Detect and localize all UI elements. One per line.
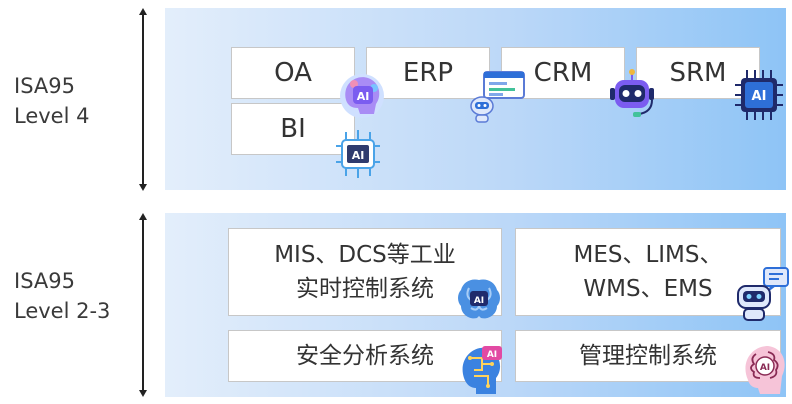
system-label: SRM xyxy=(669,58,727,88)
system-label: OA xyxy=(274,58,312,88)
robot-chat-icon xyxy=(737,267,789,321)
level23-label-line1: ISA95 xyxy=(14,269,76,293)
system-box-safety-analysis: 安全分析系统 xyxy=(228,330,502,382)
system-box-mis-dcs: MIS、DCS等工业 实时控制系统 xyxy=(228,228,502,316)
ai-head-circuit-icon: AI xyxy=(462,346,502,394)
ai-badge-text: AI xyxy=(487,350,497,360)
system-box-mes-lims: MES、LIMS、 WMS、EMS xyxy=(515,228,781,316)
ai-brain-icon: AI xyxy=(458,279,500,319)
chatbot-screen-icon xyxy=(470,71,525,123)
level4-label-line2: Level 4 xyxy=(14,104,90,128)
ai-badge-text: AI xyxy=(752,89,767,104)
system-box-srm: SRM xyxy=(636,47,760,99)
level23-range-arrow xyxy=(139,213,147,397)
system-label-line1: MES、LIMS、 xyxy=(573,242,723,268)
level4-label: ISA95 Level 4 xyxy=(14,71,124,131)
system-label: ERP xyxy=(402,58,454,88)
ai-brain-head-icon: AI xyxy=(745,346,785,394)
robot-headset-icon xyxy=(610,69,654,117)
level4-band: OA ERP CRM SRM BI xyxy=(165,8,786,190)
ai-badge-text: AI xyxy=(760,363,770,373)
system-label: CRM xyxy=(533,58,593,88)
system-label: 管理控制系统 xyxy=(579,343,717,369)
system-box-management-control: 管理控制系统 xyxy=(515,330,781,382)
system-label-line2: 实时控制系统 xyxy=(296,276,434,302)
ai-circuit-chip-icon: AI xyxy=(336,130,380,178)
system-label-line2: WMS、EMS xyxy=(583,276,713,302)
ai-badge-text: AI xyxy=(352,149,365,162)
level4-range-arrow xyxy=(139,8,147,191)
ai-badge-text: AI xyxy=(474,296,484,306)
level23-label-line2: Level 2-3 xyxy=(14,299,111,323)
ai-chip-icon: AI xyxy=(735,70,783,120)
ai-head-icon: AI xyxy=(340,74,384,118)
system-label-line1: MIS、DCS等工业 xyxy=(274,242,456,268)
system-label: BI xyxy=(280,114,306,144)
system-box-oa: OA xyxy=(231,47,355,99)
system-label: 安全分析系统 xyxy=(296,343,434,369)
level4-label-line1: ISA95 xyxy=(14,74,76,98)
ai-badge-text: AI xyxy=(357,90,370,103)
system-box-bi: BI xyxy=(231,103,355,155)
level23-label: ISA95 Level 2-3 xyxy=(14,266,124,326)
